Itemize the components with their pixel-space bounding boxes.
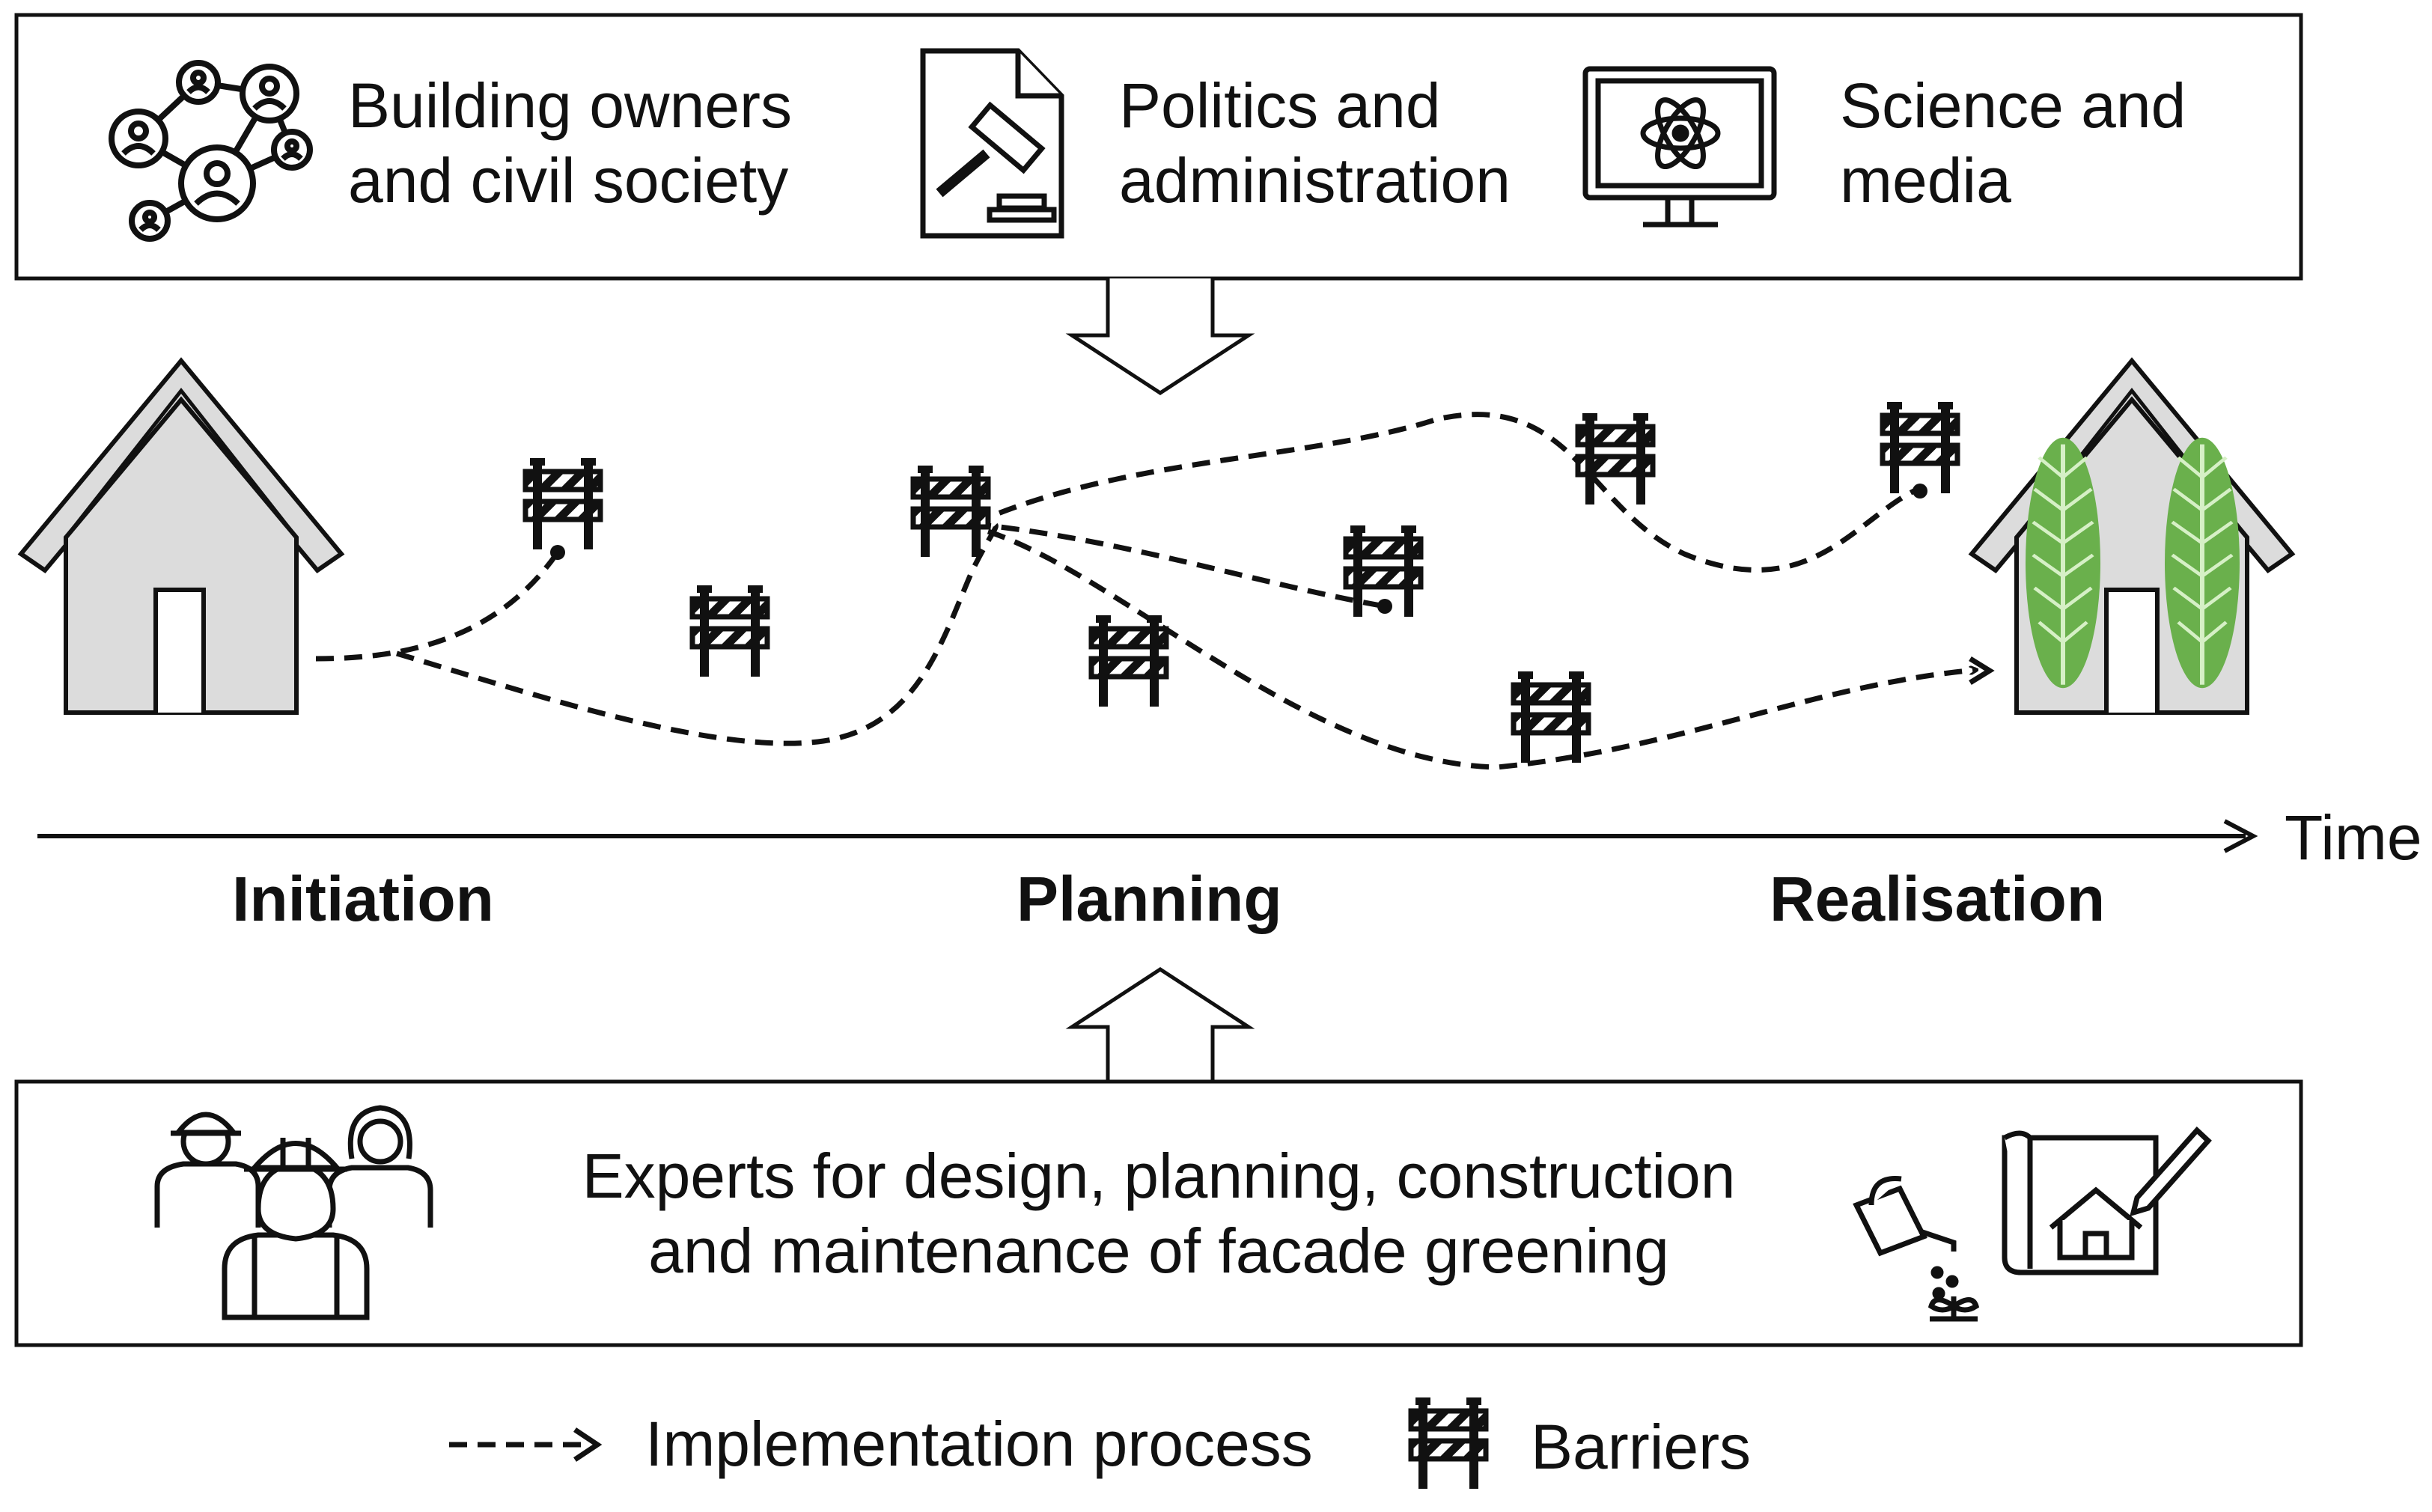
construction-workers-icon [154, 1105, 433, 1320]
facade-leaf-right-icon [2165, 438, 2240, 688]
network-people-icon [109, 60, 313, 242]
stage-planning: Planning [1017, 864, 1282, 934]
barrier-icon [525, 458, 600, 549]
path-end-dot [1377, 599, 1392, 614]
experts-line2: and maintenance of facade greening [648, 1216, 1669, 1286]
barrier-icon [1091, 615, 1166, 707]
stakeholder-group3-line2: media [1840, 145, 2011, 216]
path-end-dot [1913, 484, 1927, 499]
barrier-icon [1883, 402, 1957, 493]
barrier-icon [1514, 671, 1588, 763]
stage-realisation: Realisation [1770, 864, 2105, 934]
stakeholder-group1-line1: Building owners [348, 70, 792, 141]
stakeholder-group1-line2: and civil society [348, 145, 788, 216]
time-axis-label: Time [2285, 802, 2422, 873]
barrier-icon [913, 466, 988, 557]
path-end-dot [550, 545, 565, 560]
path-to-first-barrier [315, 550, 560, 662]
path-lower-to-house [987, 528, 1976, 770]
legend-process-label: Implementation process [645, 1409, 1313, 1479]
legend-barriers-label: Barriers [1531, 1412, 1751, 1482]
gavel-document-icon [920, 48, 1064, 239]
legend-process-symbol [449, 1427, 603, 1462]
facade-leaf-left-icon [2026, 438, 2100, 688]
monitor-atom-icon [1582, 66, 1777, 228]
house-blueprint-icon [2002, 1126, 2212, 1275]
watering-can-icon [1853, 1175, 1980, 1322]
greened-house-icon [1968, 357, 2296, 715]
time-axis-arrowhead [2223, 819, 2258, 853]
barrier-icon [1578, 413, 1653, 504]
stakeholder-group2-line2: administration [1119, 145, 1511, 216]
stage-initiation: Initiation [232, 864, 494, 934]
up-arrow [1065, 967, 1255, 1082]
barrier-icon [692, 585, 767, 677]
down-arrow [1065, 278, 1255, 395]
stakeholder-group3-line1: Science and [1840, 70, 2186, 141]
start-house-icon [17, 357, 345, 715]
experts-line1: Experts for design, planning, constructi… [582, 1141, 1736, 1211]
path-to-mid-barrier [972, 521, 1386, 609]
path-arrowhead [1969, 656, 1995, 685]
implementation-paths [315, 412, 1976, 770]
stakeholder-box [14, 13, 2303, 281]
legend-barrier-icon [1411, 1397, 1486, 1489]
stakeholder-group2-line1: Politics and [1119, 70, 1441, 141]
path-upper [972, 412, 1921, 573]
